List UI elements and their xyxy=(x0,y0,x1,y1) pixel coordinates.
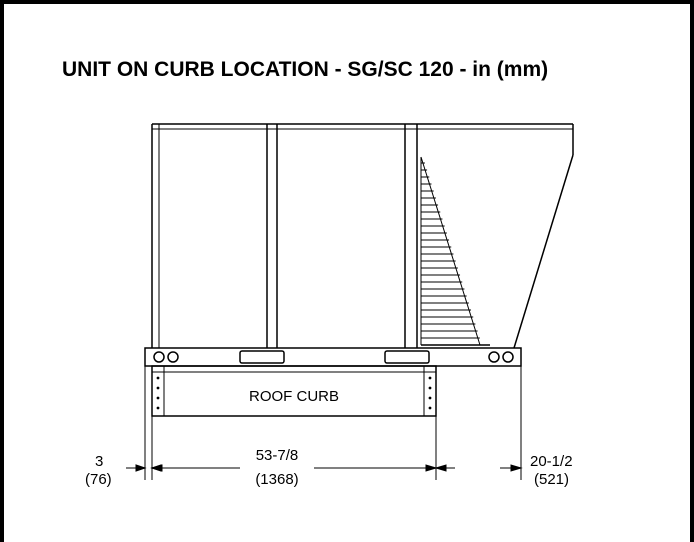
forklift-slot-right xyxy=(384,350,430,364)
lifting-hole-left-2 xyxy=(167,351,179,363)
dimension-right-mm: (521) xyxy=(534,471,569,488)
unit-cabinet xyxy=(151,123,574,349)
dimension-left-mm: (76) xyxy=(85,471,112,488)
lifting-hole-left-1 xyxy=(153,351,165,363)
hood-louvers xyxy=(420,156,490,346)
dimension-right-inches: 20-1/2 xyxy=(530,453,573,470)
dimension-left-inches: 3 xyxy=(95,453,103,470)
dimension-right xyxy=(434,464,523,472)
curb-fastener-dots xyxy=(156,376,432,410)
dimension-middle-inches: 53-7/8 xyxy=(256,447,299,464)
roof-curb-label: ROOF CURB xyxy=(249,388,339,405)
base-rail xyxy=(144,347,522,367)
dimension-middle xyxy=(150,464,438,472)
louver-lines xyxy=(421,162,480,339)
dimension-middle-mm: (1368) xyxy=(255,471,298,488)
lifting-hole-right-2 xyxy=(502,351,514,363)
lifting-hole-right-1 xyxy=(488,351,500,363)
forklift-slot-left xyxy=(239,350,285,364)
drawing-title: UNIT ON CURB LOCATION - SG/SC 120 - in (… xyxy=(62,58,549,81)
roof-curb xyxy=(151,365,437,417)
extension-lines xyxy=(144,366,522,480)
